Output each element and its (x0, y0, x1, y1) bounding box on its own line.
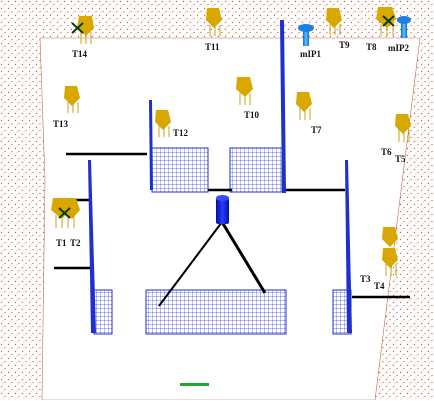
mip2-label: mIP2 (388, 43, 409, 53)
tree-t11-label: T11 (205, 42, 220, 52)
tree-t10: T10 (236, 77, 260, 120)
tree-t14-label: T14 (72, 49, 88, 59)
mip2-unit: mIP2 (388, 16, 411, 53)
tree-t13: T13 (53, 86, 80, 129)
tree-t13-label: T13 (53, 119, 69, 129)
mesh-fence-top-right (229, 147, 283, 193)
mesh-fence-bottom-center (145, 289, 287, 335)
tree-t9-label: T9 (339, 40, 350, 50)
tree-t12: T12 (155, 110, 189, 138)
tree-t8-label: T8 (366, 42, 377, 52)
pylon-cylinder (216, 198, 229, 224)
tree-t11: T11 (205, 8, 222, 52)
green-marker (180, 383, 209, 386)
tree-t9: T9 (326, 8, 350, 50)
mesh-fence-top-left (151, 147, 209, 193)
tree-t3-label: T3 (360, 274, 371, 284)
x-marker-t8 (382, 15, 395, 27)
tree-t6-label: T6 (381, 147, 392, 157)
tree-t5-label: T5 (395, 154, 406, 164)
mesh-fence-bottom-left (93, 289, 113, 335)
tree-t3-t4: T3 T4 (360, 227, 398, 291)
wall-right-long (345, 160, 352, 333)
central-pylon (158, 195, 267, 307)
tree-t7-label: T7 (311, 125, 322, 135)
wall-center-left (149, 100, 153, 190)
mip-units: mIP1 mIP2 (298, 16, 411, 59)
tree-t7: T7 (296, 92, 322, 135)
wall-center-right (280, 20, 286, 193)
mip1-label: mIP1 (300, 49, 321, 59)
tree-t12-label: T12 (173, 128, 189, 138)
tree-t5: T6 T5 (381, 114, 411, 164)
x-marker-t1 (58, 207, 71, 219)
x-marker-t14 (71, 22, 84, 34)
tree-t10-label: T10 (244, 110, 260, 120)
tree-t1-label: T1 (56, 238, 67, 248)
tree-t2-label: T2 (70, 238, 81, 248)
mesh-fences (93, 147, 352, 335)
tree-t4-label: T4 (374, 281, 385, 291)
mip1-unit: mIP1 (298, 24, 321, 59)
blue-walls (88, 20, 352, 333)
wall-left-long (88, 160, 96, 333)
disabled-markers (58, 15, 395, 219)
